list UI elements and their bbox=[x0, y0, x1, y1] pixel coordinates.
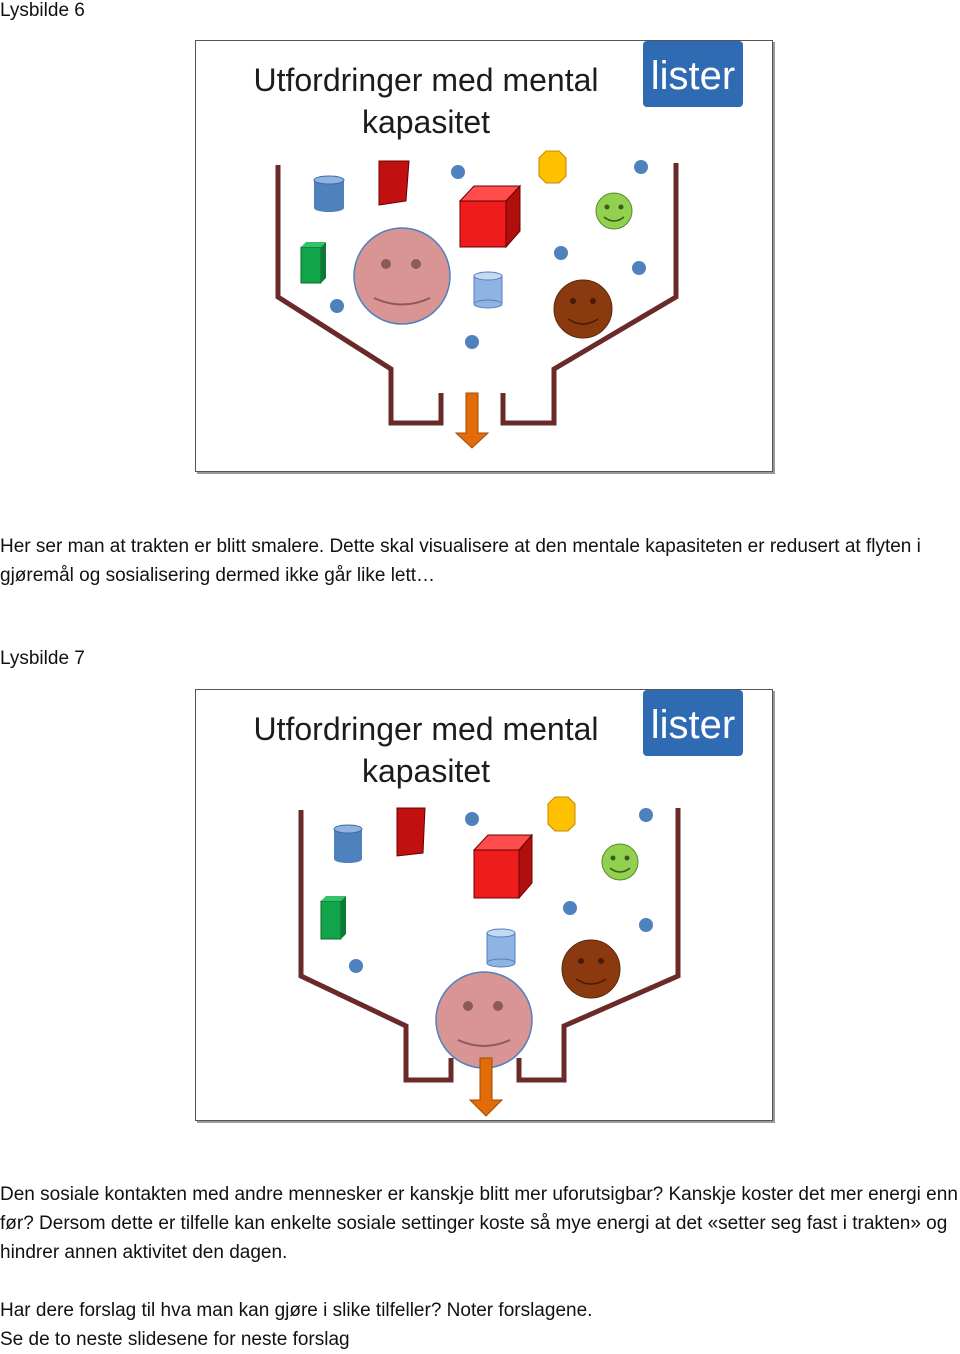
cylinder-shape bbox=[333, 824, 363, 863]
slide-notes: Den sosiale kontakten med andre menneske… bbox=[0, 1180, 960, 1354]
funnel-outline bbox=[516, 808, 681, 1083]
brown-smiley-face bbox=[561, 939, 621, 999]
green-block-shape bbox=[320, 896, 346, 940]
green-block-shape bbox=[300, 242, 326, 284]
note-paragraph: Se de to neste slidesene for neste forsl… bbox=[0, 1329, 350, 1350]
red-block-shape bbox=[396, 807, 426, 857]
funnel-outline bbox=[275, 165, 444, 426]
blue-dot bbox=[554, 246, 568, 260]
yellow-octagon-shape bbox=[538, 150, 567, 184]
cylinder-shape bbox=[486, 928, 516, 968]
note-paragraph: Her ser man at trakten er blitt smalere.… bbox=[0, 536, 921, 586]
funnel-outline bbox=[500, 163, 679, 426]
green-smiley-face bbox=[601, 843, 639, 881]
brown-smiley-face bbox=[553, 279, 613, 339]
note-paragraph: Har dere forslag til hva man kan gjøre i… bbox=[0, 1300, 593, 1321]
yellow-octagon-shape bbox=[547, 796, 576, 832]
slide-notes: Her ser man at trakten er blitt smalere.… bbox=[0, 532, 960, 590]
blue-dot bbox=[563, 901, 577, 915]
blue-dot bbox=[639, 808, 653, 822]
slide-label: Lysbilde 6 bbox=[0, 0, 85, 21]
slide-label: Lysbilde 7 bbox=[0, 648, 85, 669]
blue-dot bbox=[349, 959, 363, 973]
slide-title: Utfordringer med mental kapasitet bbox=[253, 62, 599, 140]
slide-title: Utfordringer med mental kapasitet bbox=[253, 711, 599, 789]
blue-dot bbox=[634, 160, 648, 174]
red-cube-shape bbox=[458, 184, 522, 249]
slide-thumbnail: Utfordringer med mental kapasitet lister bbox=[195, 40, 773, 472]
logo-text: lister bbox=[651, 703, 735, 747]
blue-dot bbox=[639, 918, 653, 932]
blue-dot bbox=[632, 261, 646, 275]
red-block-shape bbox=[378, 160, 410, 206]
cylinder-shape bbox=[473, 271, 503, 309]
note-paragraph: Den sosiale kontakten med andre menneske… bbox=[0, 1184, 958, 1263]
green-smiley-face bbox=[595, 192, 633, 230]
pink-smiley-face bbox=[353, 227, 451, 325]
lister-logo: lister bbox=[643, 690, 743, 756]
lister-logo: lister bbox=[643, 41, 743, 107]
funnel-outline bbox=[298, 810, 454, 1083]
orange-arrow bbox=[468, 1057, 504, 1117]
orange-arrow bbox=[454, 392, 490, 449]
logo-text: lister bbox=[651, 54, 735, 98]
blue-dot bbox=[330, 299, 344, 313]
cylinder-shape bbox=[313, 175, 345, 212]
blue-dot bbox=[465, 812, 479, 826]
blue-dot bbox=[451, 165, 465, 179]
pink-smiley-face bbox=[435, 971, 533, 1069]
funnel-illustration bbox=[298, 796, 681, 1117]
slide-thumbnail: Utfordringer med mental kapasitet lister bbox=[195, 689, 773, 1121]
blue-dot bbox=[465, 335, 479, 349]
funnel-illustration bbox=[275, 150, 679, 449]
red-cube-shape bbox=[472, 833, 534, 900]
